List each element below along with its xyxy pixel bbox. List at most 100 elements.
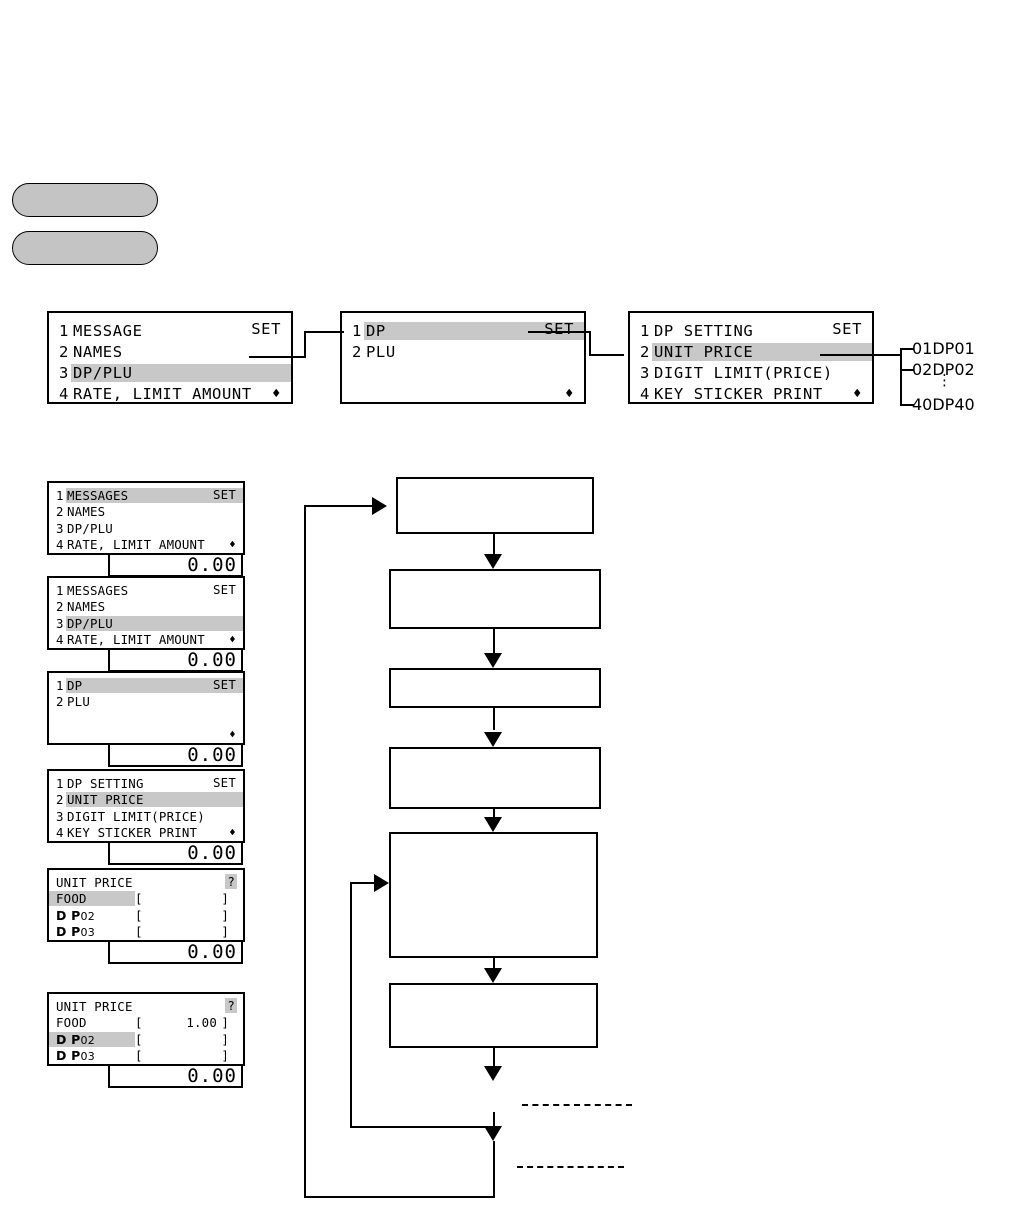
scroll-arrow-icon[interactable]: ♦ — [229, 728, 236, 742]
bracket-close: ] — [221, 924, 229, 940]
item-label: D P02 — [49, 1031, 135, 1047]
branch-stub-1 — [900, 348, 914, 351]
bracket-close: ] — [221, 1015, 229, 1031]
row-index: 3 — [640, 363, 650, 382]
row-index: 2 — [59, 342, 69, 361]
row-label: DIGIT LIMIT(PRICE) — [654, 363, 833, 382]
branch-stub-2 — [900, 369, 914, 372]
branch-stub-3 — [900, 404, 914, 407]
scroll-arrow-icon[interactable]: ♦ — [229, 633, 236, 647]
item-label: D P03 — [49, 1048, 135, 1063]
flow-link-5-6 — [493, 958, 495, 970]
scroll-arrow-icon[interactable]: ♦ — [229, 826, 236, 840]
connector-p2-p3-seg2 — [589, 331, 592, 356]
set-indicator: SET — [213, 775, 236, 790]
row-label: DP SETTING — [654, 321, 754, 340]
pill-bottom — [12, 231, 158, 265]
connector-p2-p3-seg3 — [589, 354, 624, 357]
dp-number: 03 — [80, 1050, 95, 1064]
loop-outer-top — [304, 505, 376, 507]
scroll-arrow-icon[interactable]: ♦ — [852, 385, 862, 402]
branch-ellipsis: ⋮ — [937, 371, 952, 389]
row-label: DP/PLU — [71, 363, 291, 382]
branch-spine — [900, 348, 903, 406]
screen-unit-price-dp02-item-1[interactable]: FOOD[1.00] — [49, 1015, 243, 1032]
flow-box-3 — [389, 668, 601, 708]
help-hint-icon[interactable]: ? — [225, 998, 237, 1013]
row-label: MESSAGES — [67, 582, 129, 598]
flow-arrow-6-out — [484, 1066, 502, 1081]
row-index: 1 — [640, 321, 650, 340]
row-label: MESSAGES — [66, 487, 243, 503]
loop-outer-left — [304, 505, 306, 1198]
flow-link-4-5 — [493, 809, 495, 819]
connector-p1-p2-seg2 — [304, 331, 307, 358]
row-index: 1 — [56, 487, 64, 503]
row-label: KEY STICKER PRINT — [67, 825, 198, 841]
flow-box-1 — [396, 477, 594, 534]
row-label: NAMES — [67, 599, 106, 615]
row-label: KEY STICKER PRINT — [654, 384, 823, 403]
row-index: 2 — [56, 792, 64, 808]
screen-unit-price-food-item-3[interactable]: D P03[] — [49, 924, 243, 941]
loop-outer-arrow — [372, 497, 387, 515]
row-label: DP — [66, 677, 243, 693]
help-hint-icon[interactable]: ? — [225, 874, 237, 889]
row-label: UNIT PRICE — [66, 792, 243, 808]
screen-unit-price-food-item-1[interactable]: FOOD[] — [49, 891, 243, 908]
loop-inner-top — [350, 882, 378, 884]
flow-link-6-out — [493, 1048, 495, 1066]
flow-arrow-out-2 — [484, 1126, 502, 1141]
scroll-arrow-icon[interactable]: ♦ — [229, 538, 236, 552]
screen-dp-selected-row-4: ♦ — [49, 727, 243, 744]
flow-box-4 — [389, 747, 601, 809]
dp-prefix: D P — [56, 907, 81, 923]
scroll-arrow-icon[interactable]: ♦ — [564, 385, 574, 402]
screen-unit-price-dp02-item-3[interactable]: D P03[] — [49, 1048, 243, 1065]
bracket-close: ] — [221, 1048, 229, 1064]
scroll-arrow-icon[interactable]: ♦ — [271, 385, 281, 402]
bracket-open: [ — [135, 924, 143, 940]
dp-number: 02 — [80, 1033, 95, 1047]
row-index: 3 — [59, 363, 69, 382]
bracket-open: [ — [135, 891, 143, 907]
bracket-open: [ — [135, 1015, 143, 1031]
bracket-close: ] — [221, 907, 229, 923]
screen-unit-price-food-item-2[interactable]: D P02[] — [49, 907, 243, 924]
row-index: 4 — [640, 384, 650, 403]
connector-p1-p2-seg3 — [304, 331, 344, 334]
dp-number: 02 — [80, 909, 95, 923]
row-index: 1 — [352, 321, 362, 340]
flow-link-out-2 — [493, 1112, 495, 1126]
item-label: D P03 — [49, 924, 135, 939]
set-indicator: SET — [544, 320, 574, 338]
screen-unit-price-dp02-item-2[interactable]: D P02[] — [49, 1031, 243, 1048]
